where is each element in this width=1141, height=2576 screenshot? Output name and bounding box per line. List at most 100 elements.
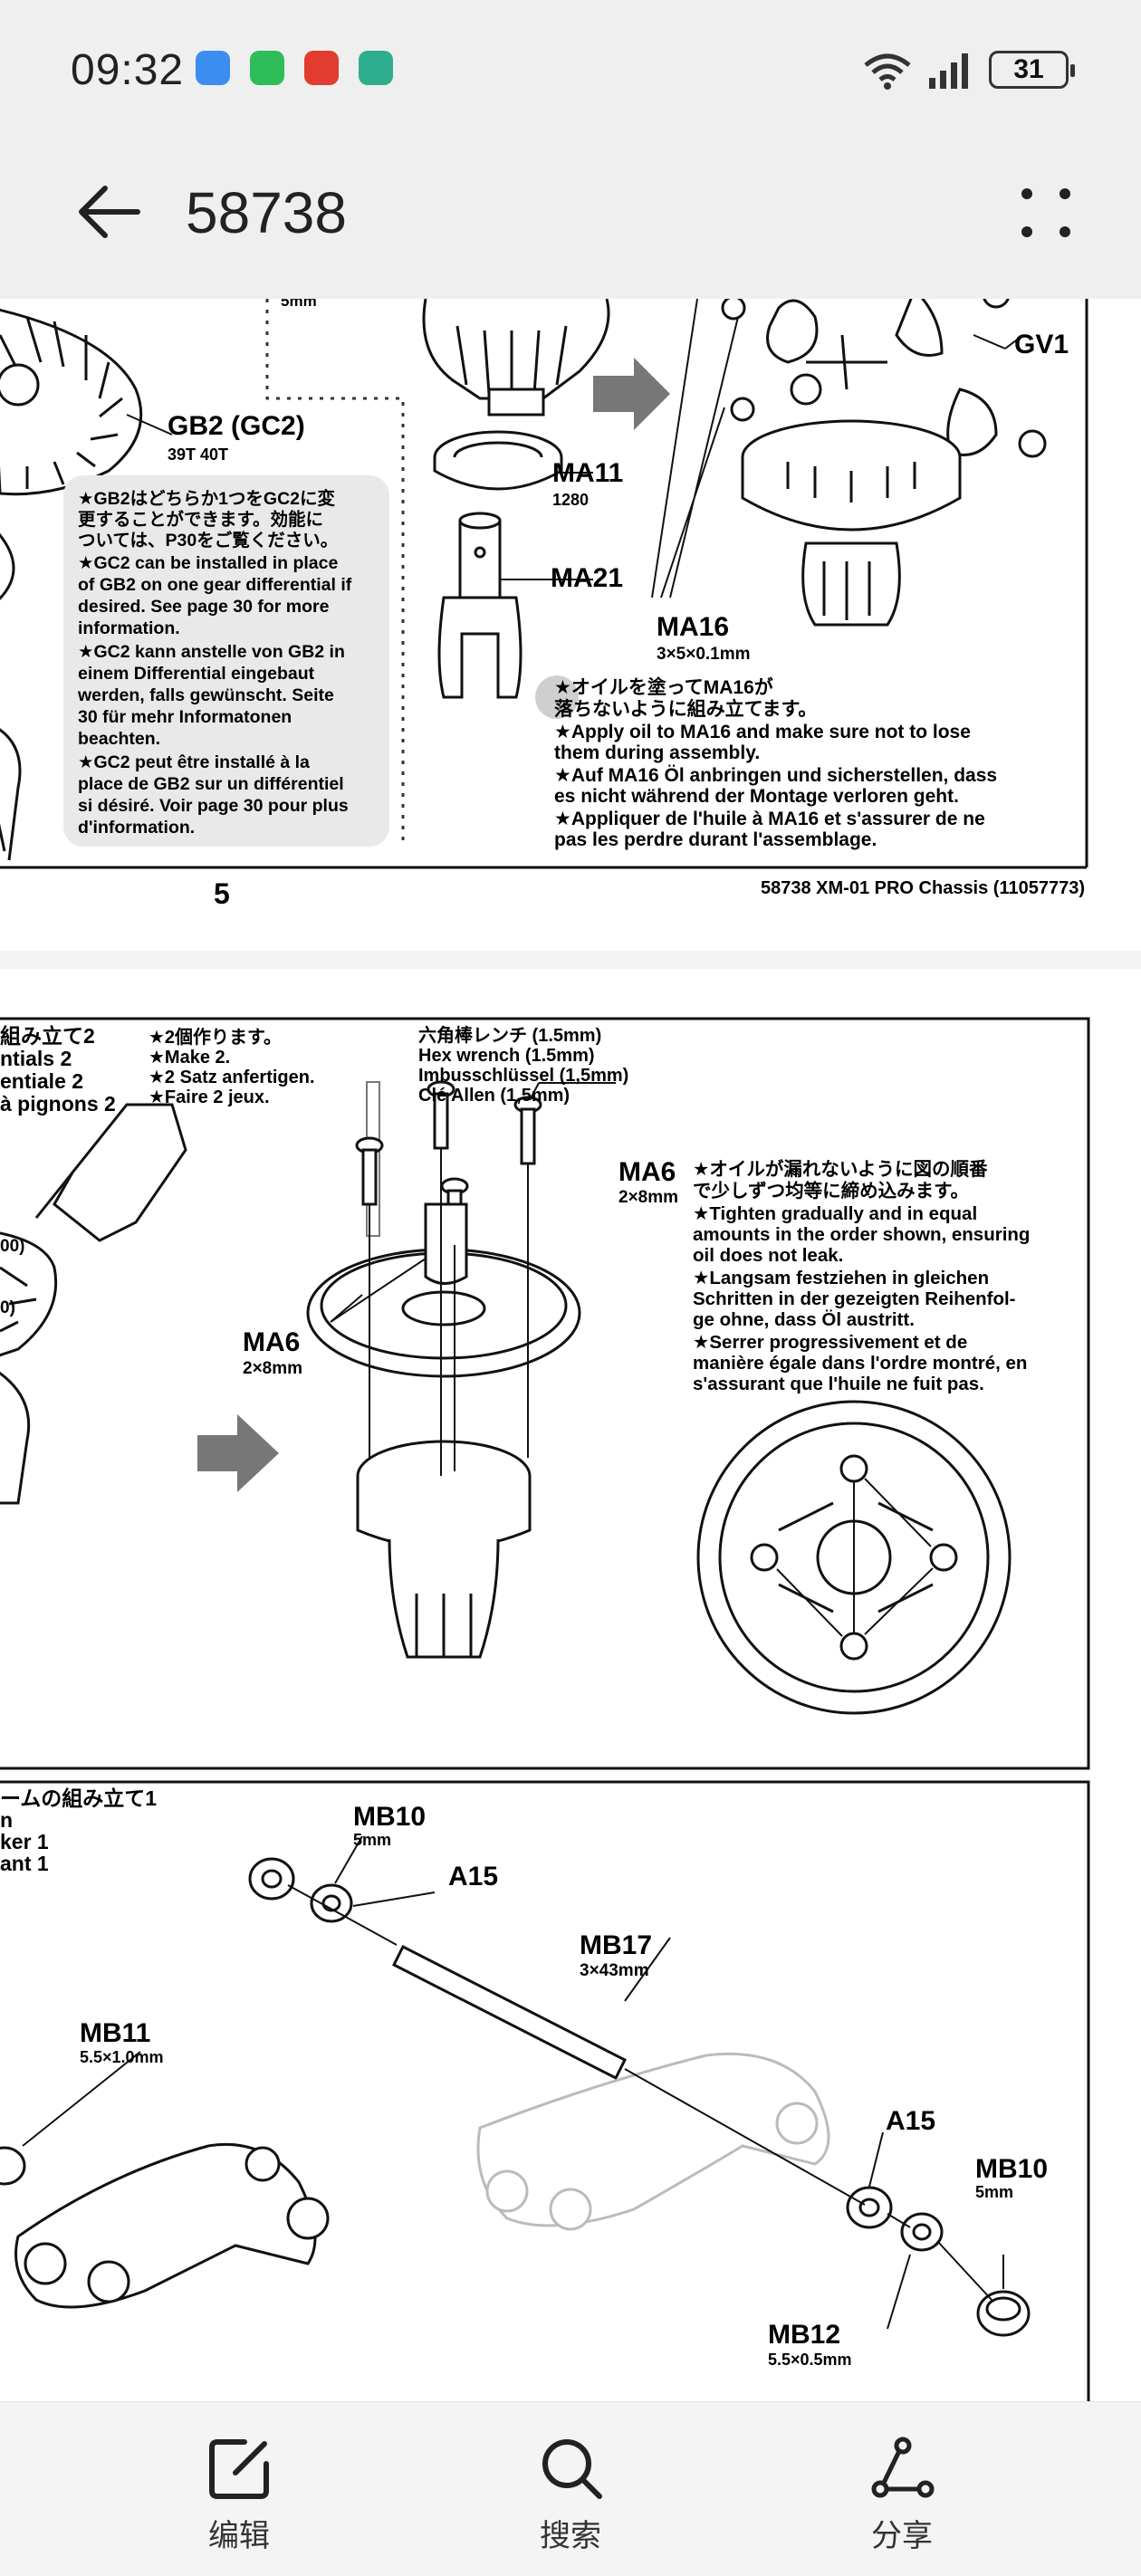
ma16-oil-note: ★オイルを塗ってMA16が 落ちないように組み立てます。 ★Apply oil …: [554, 676, 997, 850]
svg-text:六角棒レンチ (1.5mm): 六角棒レンチ (1.5mm): [418, 1024, 601, 1046]
gb2-teeth-label: 39T 40T: [168, 445, 228, 464]
more-options-icon[interactable]: [1014, 181, 1078, 244]
back-arrow-icon[interactable]: [72, 176, 145, 248]
size-5mm-label: 5mm: [281, 299, 317, 310]
share-button[interactable]: 分享: [811, 2402, 992, 2576]
svg-text:ついては、P30をご覧ください。: ついては、P30をご覧ください。: [78, 530, 338, 551]
svg-text:★Make 2.: ★Make 2.: [149, 1048, 230, 1068]
svg-text:30 für mehr Informatonen: 30 für mehr Informatonen: [78, 707, 292, 727]
svg-text:★2 Satz anfertigen.: ★2 Satz anfertigen.: [149, 1068, 315, 1087]
message-app-icon: [196, 51, 230, 85]
step-arrow-icon: [593, 358, 670, 430]
fragment-label-1: 00): [0, 1237, 24, 1256]
svg-text:★オイルを塗ってMA16が: ★オイルを塗ってMA16が: [554, 676, 773, 698]
svg-text:place de GB2 sur un différenti: place de GB2 sur un différentiel: [78, 774, 344, 794]
bottom-toolbar: 编辑 搜索 分享: [0, 2401, 1141, 2575]
search-icon: [542, 2439, 602, 2499]
mb10-label-top: MB10: [353, 1802, 426, 1832]
gv1-label: GV1: [1014, 330, 1069, 359]
svg-text:es nicht während der Montage v: es nicht während der Montage verloren ge…: [554, 786, 959, 807]
edit-label: 编辑: [208, 2519, 270, 2553]
suspension-arm-parts: [0, 1857, 1031, 2337]
a15-label-top: A15: [448, 1862, 498, 1891]
suspension-arm-ghost: [476, 2052, 830, 2231]
mb11-label: MB11: [80, 2018, 150, 2048]
svg-text:amounts in the order shown, en: amounts in the order shown, ensuring: [693, 1224, 1030, 1245]
svg-text:組み立て2: 組み立て2: [0, 1024, 95, 1048]
mb17-label: MB17: [580, 1930, 652, 1960]
svg-text:ker 1: ker 1: [0, 1830, 49, 1853]
ma11-label: MA11: [552, 458, 623, 488]
svg-text:ge ohne, dass Öl austritt.: ge ohne, dass Öl austritt.: [693, 1309, 915, 1330]
spur-gear-drawing: [306, 1202, 581, 1378]
shield-app-icon: [359, 51, 393, 85]
section-a-title: 組み立て2 ntials 2 entiale 2 à pignons 2: [0, 1024, 116, 1116]
gb2-label: GB2 (GC2): [168, 411, 305, 441]
tightening-arrows: [776, 1478, 934, 1637]
mb17-size: 3×43mm: [580, 1961, 649, 1980]
edit-icon: [209, 2439, 269, 2499]
mb10-label-right: MB10: [975, 2154, 1048, 2184]
edit-button[interactable]: 编辑: [149, 2402, 330, 2576]
svg-text:information.: information.: [78, 618, 180, 638]
svg-text:pas les perdre durant l'assemb: pas les perdre durant l'assemblage.: [554, 829, 877, 850]
search-label: 搜索: [540, 2519, 601, 2553]
wifi-icon: [864, 53, 911, 90]
page-number: 5: [214, 877, 230, 910]
wechat-icon: [250, 51, 284, 85]
clock: 09:32: [71, 46, 185, 94]
svg-text:★GC2 kann anstelle von GB2 in: ★GC2 kann anstelle von GB2 in: [78, 642, 345, 662]
ma6-label-left: MA6: [243, 1327, 300, 1357]
signal-icon: [929, 53, 968, 89]
svg-text:★Langsam festziehen in gleiche: ★Langsam festziehen in gleichen: [693, 1268, 989, 1288]
gc2-note-text: ★GB2はどちらか1つをGC2に変 更することができます。効能に ついては、P3…: [77, 488, 352, 838]
manual-page-5: 5mm GB2 (GC2) 39T 40T MA11 1280 MA21 GV1…: [0, 299, 1141, 951]
svg-text:of GB2 on one gear differentia: of GB2 on one gear differential if: [78, 575, 352, 595]
mb10-size-right: 5mm: [975, 2183, 1013, 2201]
svg-text:ntials 2: ntials 2: [0, 1047, 72, 1070]
svg-text:ームの組み立て1: ームの組み立て1: [0, 1786, 157, 1810]
svg-text:で少しずつ均等に締め込みます。: で少しずつ均等に締め込みます。: [693, 1180, 969, 1202]
svg-text:★オイルが漏れないように図の順番: ★オイルが漏れないように図の順番: [693, 1158, 988, 1180]
share-label: 分享: [871, 2519, 933, 2553]
svg-text:s'assurant que l'huile ne fuit: s'assurant que l'huile ne fuit pas.: [693, 1374, 984, 1394]
svg-text:Schritten in der gezeigten Rei: Schritten in der gezeigten Reihenfol-: [693, 1288, 1016, 1309]
page-footer: 58738 XM-01 PRO Chassis (11057773): [761, 878, 1085, 898]
svg-text:★Apply oil to MA16 and make su: ★Apply oil to MA16 and make sure not to …: [554, 722, 971, 742]
svg-text:desired. See page 30 for more: desired. See page 30 for more: [78, 597, 330, 617]
svg-text:ant 1: ant 1: [0, 1852, 49, 1875]
svg-text:更することができます。効能に: 更することができます。効能に: [78, 509, 323, 530]
svg-text:manière égale dans l'ordre mon: manière égale dans l'ordre montré, en: [693, 1353, 1027, 1374]
make-two-note: ★2個作ります。 ★Make 2. ★2 Satz anfertigen. ★F…: [149, 1026, 315, 1107]
svg-text:d'information.: d'information.: [78, 818, 195, 838]
svg-text:einem Differential eingebaut: einem Differential eingebaut: [78, 664, 315, 684]
title-bar: 58738: [0, 136, 1141, 299]
document-viewer[interactable]: 5mm GB2 (GC2) 39T 40T MA11 1280 MA21 GV1…: [0, 299, 1141, 2401]
svg-text:oil does not leak.: oil does not leak.: [693, 1245, 843, 1266]
search-button[interactable]: 搜索: [480, 2402, 661, 2576]
svg-text:Imbusschlüssel (1,5mm): Imbusschlüssel (1,5mm): [418, 1066, 628, 1086]
gear-assembly-drawing: [721, 299, 1047, 627]
oil-bottle-drawing: [0, 1103, 187, 1505]
svg-text:werden, falls gewünscht. Seite: werden, falls gewünscht. Seite: [77, 685, 334, 705]
ma6-size-right: 2×8mm: [618, 1188, 678, 1207]
mb12-label: MB12: [768, 2320, 840, 2350]
svg-text:落ちないように組み立てます。: 落ちないように組み立てます。: [554, 698, 817, 720]
page5-illustration: 5mm GB2 (GC2) 39T 40T MA11 1280 MA21 GV1…: [0, 299, 1088, 910]
ma16-size-label: 3×5×0.1mm: [657, 645, 751, 664]
manual-page-6: 組み立て2 ntials 2 entiale 2 à pignons 2 ★2個…: [0, 969, 1141, 2401]
ma11-size-label: 1280: [552, 491, 589, 509]
svg-text:★Auf MA16 Öl anbringen und sic: ★Auf MA16 Öl anbringen und sicherstellen…: [554, 765, 997, 786]
status-indicators: 31: [860, 47, 1075, 92]
ma16-label: MA16: [657, 612, 729, 642]
mb12-size: 5.5×0.5mm: [768, 2351, 852, 2369]
hex-wrench-label: 六角棒レンチ (1.5mm) Hex wrench (1.5mm) Imbuss…: [418, 1024, 628, 1106]
svg-text:★GC2 can be installed in place: ★GC2 can be installed in place: [78, 553, 338, 573]
battery-indicator: 31: [989, 51, 1075, 89]
share-icon: [871, 2437, 935, 2498]
taobao-icon: [304, 51, 339, 85]
svg-text:beachten.: beachten.: [78, 729, 160, 749]
svg-text:★Serrer progressivement et de: ★Serrer progressivement et de: [693, 1332, 967, 1353]
page-title: 58738: [186, 180, 347, 245]
mb11-size: 5.5×1.0mm: [80, 2048, 164, 2066]
